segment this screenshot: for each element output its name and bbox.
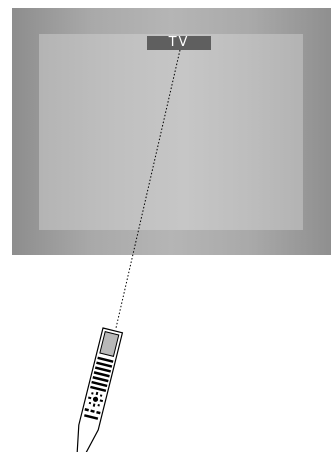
remote-button-stripes (90, 356, 114, 393)
remote-navigation-pad (88, 391, 104, 407)
remote-control (76, 327, 124, 452)
tv-source-badge: TV (147, 36, 211, 50)
remote-lower-buttons (84, 408, 101, 420)
remote-display (99, 331, 120, 357)
ir-signal-beam (115, 49, 181, 329)
tv-screen (39, 34, 303, 230)
